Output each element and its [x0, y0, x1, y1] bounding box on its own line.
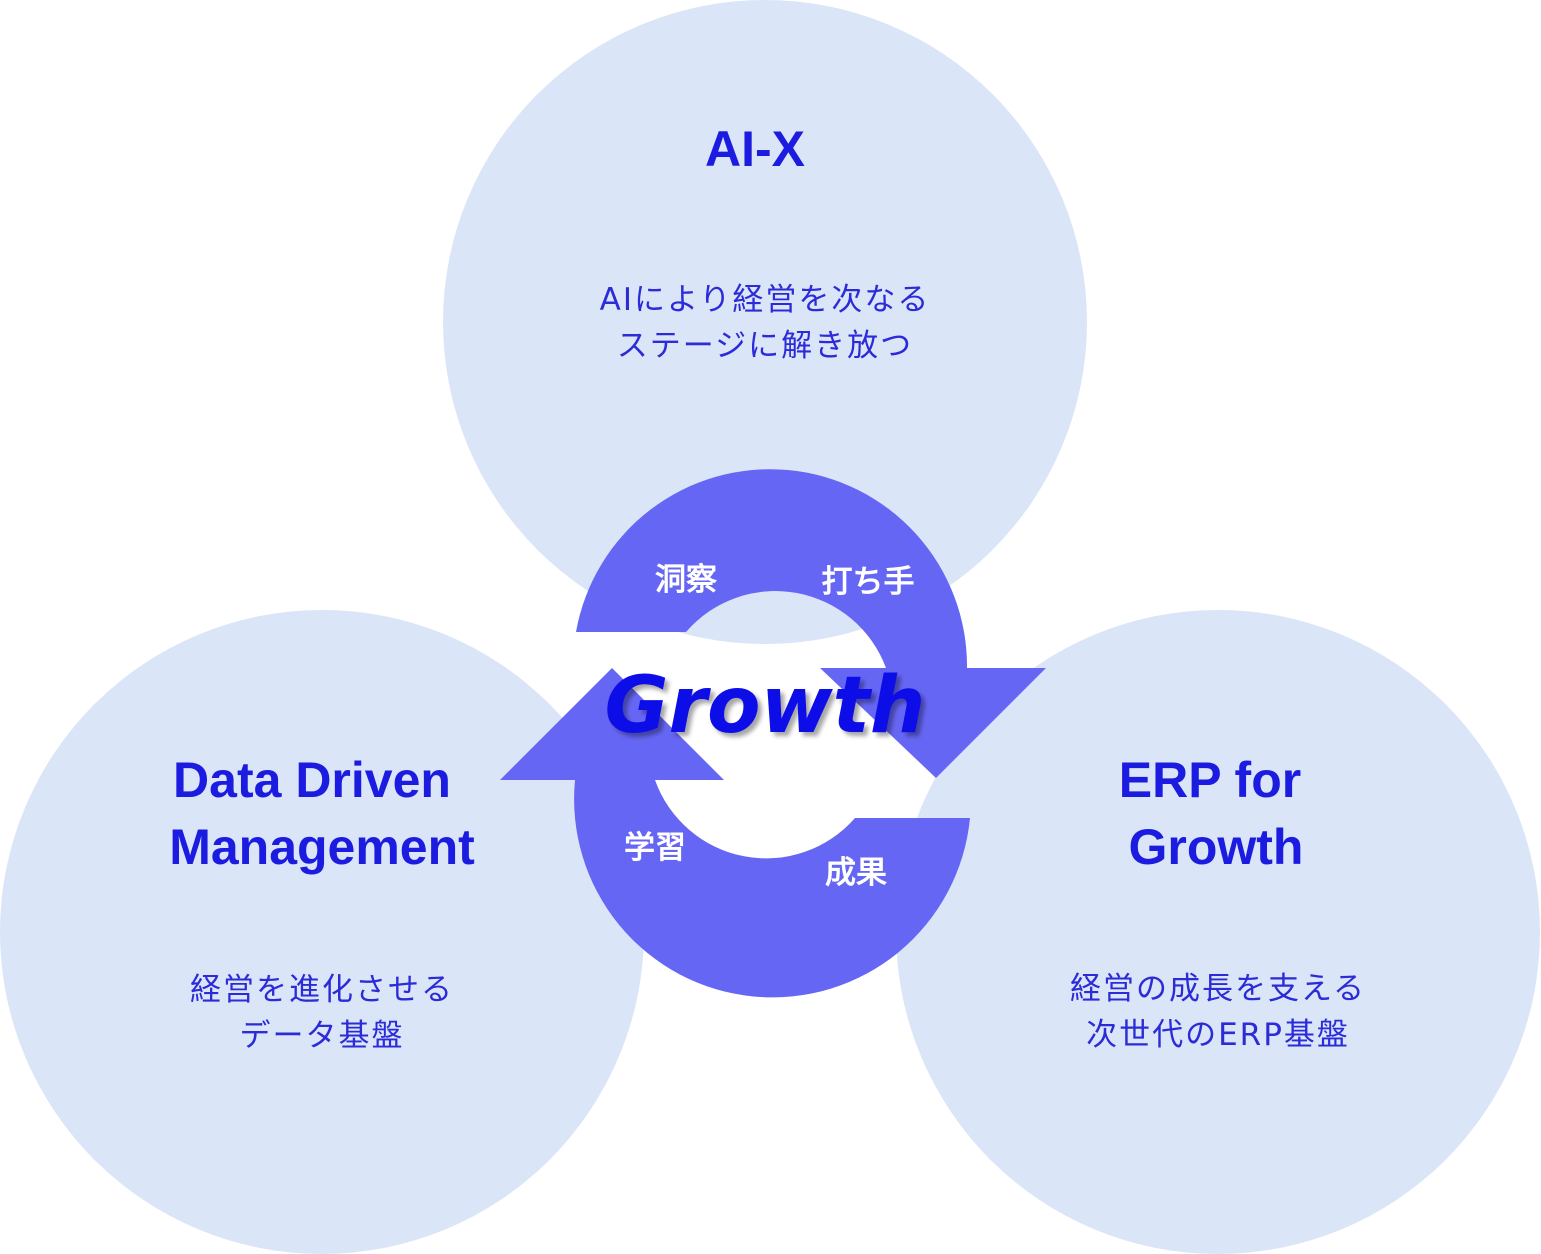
ai-x-title: AI-X	[705, 121, 805, 177]
ai-x-desc-line1: AIにより経営を次なる	[600, 282, 931, 318]
ai-x-desc-line2: ステージに解き放つ	[617, 328, 913, 364]
step-insight-label: 洞察	[655, 562, 718, 598]
step-result-label: 成果	[825, 855, 887, 891]
center-growth-label: Growth	[605, 661, 926, 751]
step-action-label: 打ち手	[822, 564, 915, 600]
erp-desc-line2: 次世代のERP基盤	[1086, 1017, 1350, 1053]
circle-data-driven	[0, 610, 644, 1254]
data-driven-desc-line1: 経営を進化させる	[190, 972, 454, 1008]
data-driven-desc-line2: データ基盤	[240, 1018, 405, 1054]
erp-title-line2: Growth	[1129, 819, 1304, 875]
data-driven-title-line2: Management	[169, 819, 475, 875]
erp-desc-line1: 経営の成長を支える	[1070, 971, 1366, 1007]
circle-ai-x	[443, 0, 1087, 644]
cycle-arrow-upper	[576, 469, 1046, 778]
step-learning-label: 学習	[624, 830, 686, 866]
data-driven-title-line1: Data Driven	[173, 752, 451, 808]
erp-title-line1: ERP for	[1119, 752, 1301, 808]
circle-erp	[896, 610, 1540, 1254]
cycle-arrow-lower	[500, 668, 970, 998]
